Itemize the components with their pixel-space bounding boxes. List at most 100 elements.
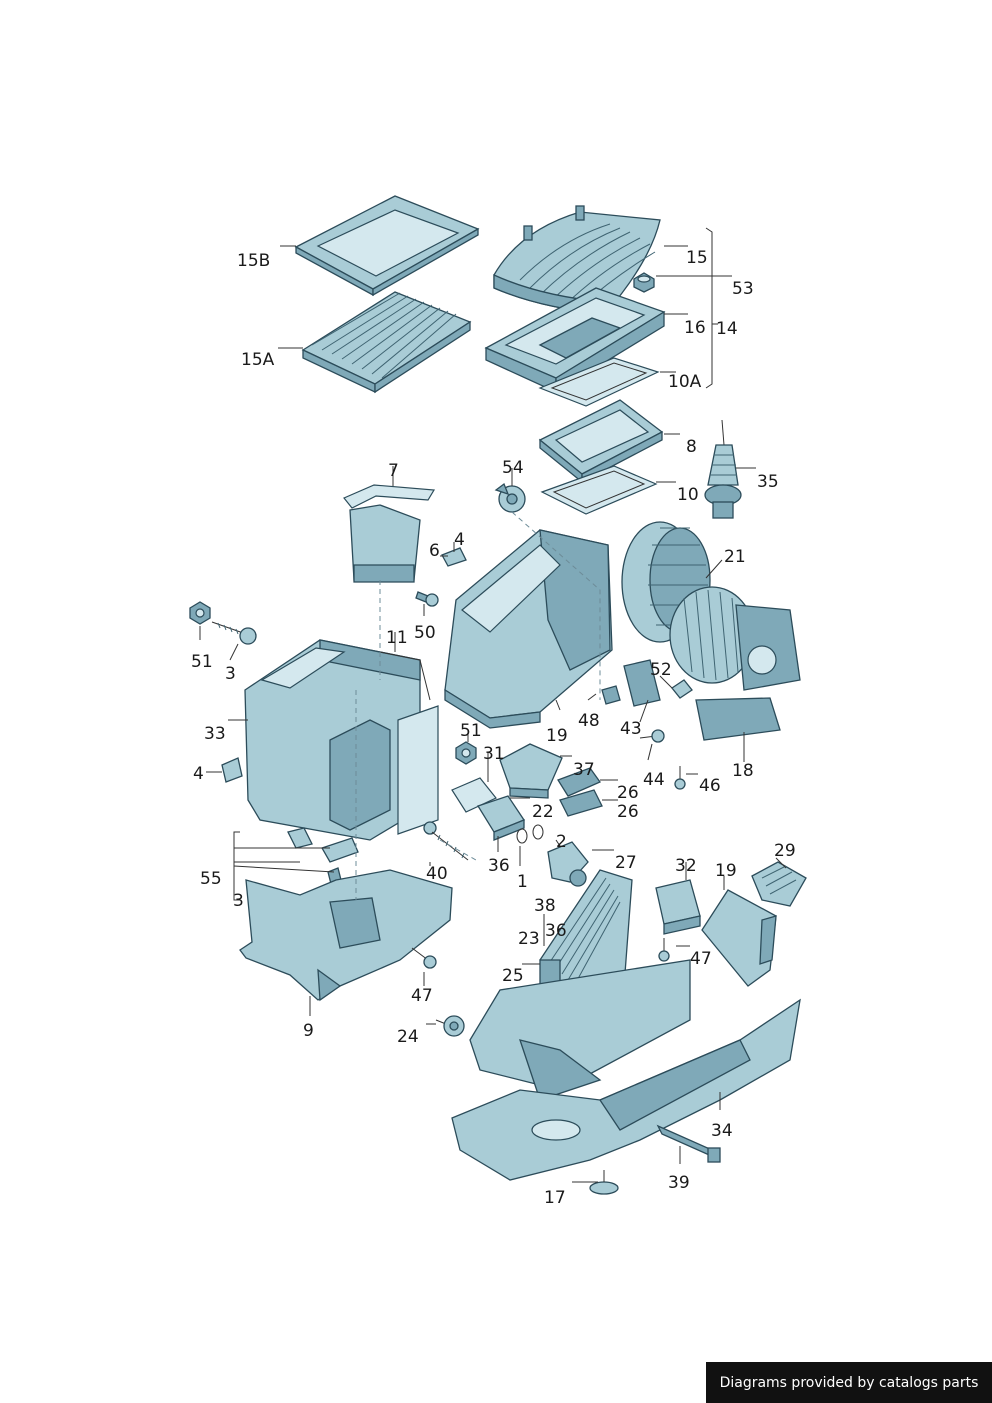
callout-7: 7 bbox=[388, 461, 399, 481]
callout-51-left: 51 bbox=[191, 652, 213, 672]
callout-36-lower: 36 bbox=[545, 921, 567, 941]
callout-38: 38 bbox=[534, 896, 556, 916]
part-1-o-ring bbox=[516, 828, 528, 844]
part-31-gasket bbox=[451, 777, 497, 813]
callout-15B: 15B bbox=[237, 251, 271, 271]
callout-10A: 10A bbox=[668, 372, 702, 392]
callout-27: 27 bbox=[615, 853, 637, 873]
part-19-housing bbox=[444, 529, 613, 729]
callout-52: 52 bbox=[650, 660, 672, 680]
callout-9: 9 bbox=[303, 1021, 314, 1041]
part-22-connector bbox=[477, 795, 525, 841]
callout-29: 29 bbox=[774, 841, 796, 861]
callout-10: 10 bbox=[677, 485, 699, 505]
callout-50: 50 bbox=[414, 623, 436, 643]
callout-26-upper: 26 bbox=[617, 783, 639, 803]
part-6-duct bbox=[349, 504, 421, 583]
callout-36-upper: 36 bbox=[488, 856, 510, 876]
part-51-nut-middle bbox=[455, 741, 477, 765]
part-39-strap bbox=[656, 1124, 721, 1163]
callout-32: 32 bbox=[675, 856, 697, 876]
part-54-actuator bbox=[494, 482, 526, 513]
callout-15A: 15A bbox=[241, 350, 275, 370]
callout-33: 33 bbox=[204, 724, 226, 744]
callout-47-right: 47 bbox=[690, 949, 712, 969]
part-10-gasket bbox=[540, 465, 658, 515]
callout-21: 21 bbox=[724, 547, 746, 567]
part-7-gasket bbox=[343, 484, 436, 509]
callout-16: 16 bbox=[684, 318, 706, 338]
callout-51-middle: 51 bbox=[460, 721, 482, 741]
callout-48: 48 bbox=[578, 711, 600, 731]
part-18-blower-motor bbox=[669, 586, 801, 741]
part-46-screw bbox=[674, 766, 686, 790]
leader-lines bbox=[199, 227, 787, 1183]
part-8-plate bbox=[538, 399, 664, 484]
part-26-connector-lower bbox=[559, 789, 603, 817]
callout-37: 37 bbox=[573, 760, 595, 780]
callout-34: 34 bbox=[711, 1121, 733, 1141]
callout-2: 2 bbox=[556, 832, 567, 852]
part-35-sensor bbox=[704, 419, 742, 519]
callout-44: 44 bbox=[643, 770, 665, 790]
callout-4-lower: 4 bbox=[193, 764, 204, 784]
part-55-bracket bbox=[287, 827, 359, 863]
callout-54: 54 bbox=[502, 458, 524, 478]
part-29-filter-right bbox=[751, 861, 807, 907]
part-43-connector bbox=[623, 659, 661, 707]
part-47-screw-lower bbox=[411, 947, 437, 969]
part-53-nut bbox=[633, 272, 655, 293]
callout-43: 43 bbox=[620, 719, 642, 739]
callout-14: 14 bbox=[716, 319, 738, 339]
part-52-bracket bbox=[671, 679, 693, 699]
part-26-connector-upper bbox=[557, 767, 601, 797]
footer-credit: Diagrams provided by catalogs parts bbox=[706, 1362, 992, 1403]
part-10A-gasket bbox=[538, 357, 660, 407]
part-44-screw bbox=[639, 729, 665, 743]
part-3-bolt-left bbox=[211, 621, 257, 645]
callout-53: 53 bbox=[732, 279, 754, 299]
callout-23: 23 bbox=[518, 929, 540, 949]
part-33-heater-housing bbox=[244, 639, 439, 841]
callout-17: 17 bbox=[544, 1188, 566, 1208]
part-32-resistor bbox=[655, 879, 701, 935]
part-17-grommet bbox=[589, 1170, 619, 1195]
callout-19-upper: 19 bbox=[546, 726, 568, 746]
callout-1: 1 bbox=[517, 872, 528, 892]
part-4-clip-lower bbox=[221, 757, 243, 783]
part-19-duct-right bbox=[701, 889, 777, 987]
part-9-duct bbox=[239, 869, 453, 1002]
part-51-nut-left bbox=[189, 601, 211, 625]
part-50-screw bbox=[415, 591, 439, 607]
part-24-sensor bbox=[435, 1015, 465, 1037]
callout-6: 6 bbox=[429, 541, 440, 561]
callout-40: 40 bbox=[426, 864, 448, 884]
callout-4-upper: 4 bbox=[454, 530, 465, 550]
callout-8: 8 bbox=[686, 437, 697, 457]
assembly-lines bbox=[355, 511, 601, 900]
callout-11: 11 bbox=[386, 628, 408, 648]
callout-18: 18 bbox=[732, 761, 754, 781]
part-15A-filter bbox=[301, 291, 472, 394]
callout-3-upper: 3 bbox=[225, 664, 236, 684]
part-47-screw-right bbox=[658, 938, 670, 962]
part-27-block bbox=[547, 841, 589, 887]
callout-15: 15 bbox=[686, 248, 708, 268]
callout-39: 39 bbox=[668, 1173, 690, 1193]
callout-25: 25 bbox=[502, 966, 524, 986]
part-40-bolt bbox=[423, 821, 469, 861]
part-34-housing bbox=[451, 959, 801, 1181]
callout-46: 46 bbox=[699, 776, 721, 796]
part-2-o-ring bbox=[532, 824, 544, 840]
callout-35: 35 bbox=[757, 472, 779, 492]
part-48-connector bbox=[601, 685, 621, 705]
callout-24: 24 bbox=[397, 1027, 419, 1047]
part-37-module bbox=[499, 743, 563, 799]
part-15B-frame bbox=[294, 195, 480, 297]
callout-3-lower: 3 bbox=[233, 891, 244, 911]
callout-19-right: 19 bbox=[715, 861, 737, 881]
callout-26-lower: 26 bbox=[617, 802, 639, 822]
callout-55: 55 bbox=[200, 869, 222, 889]
callout-31: 31 bbox=[483, 744, 505, 764]
